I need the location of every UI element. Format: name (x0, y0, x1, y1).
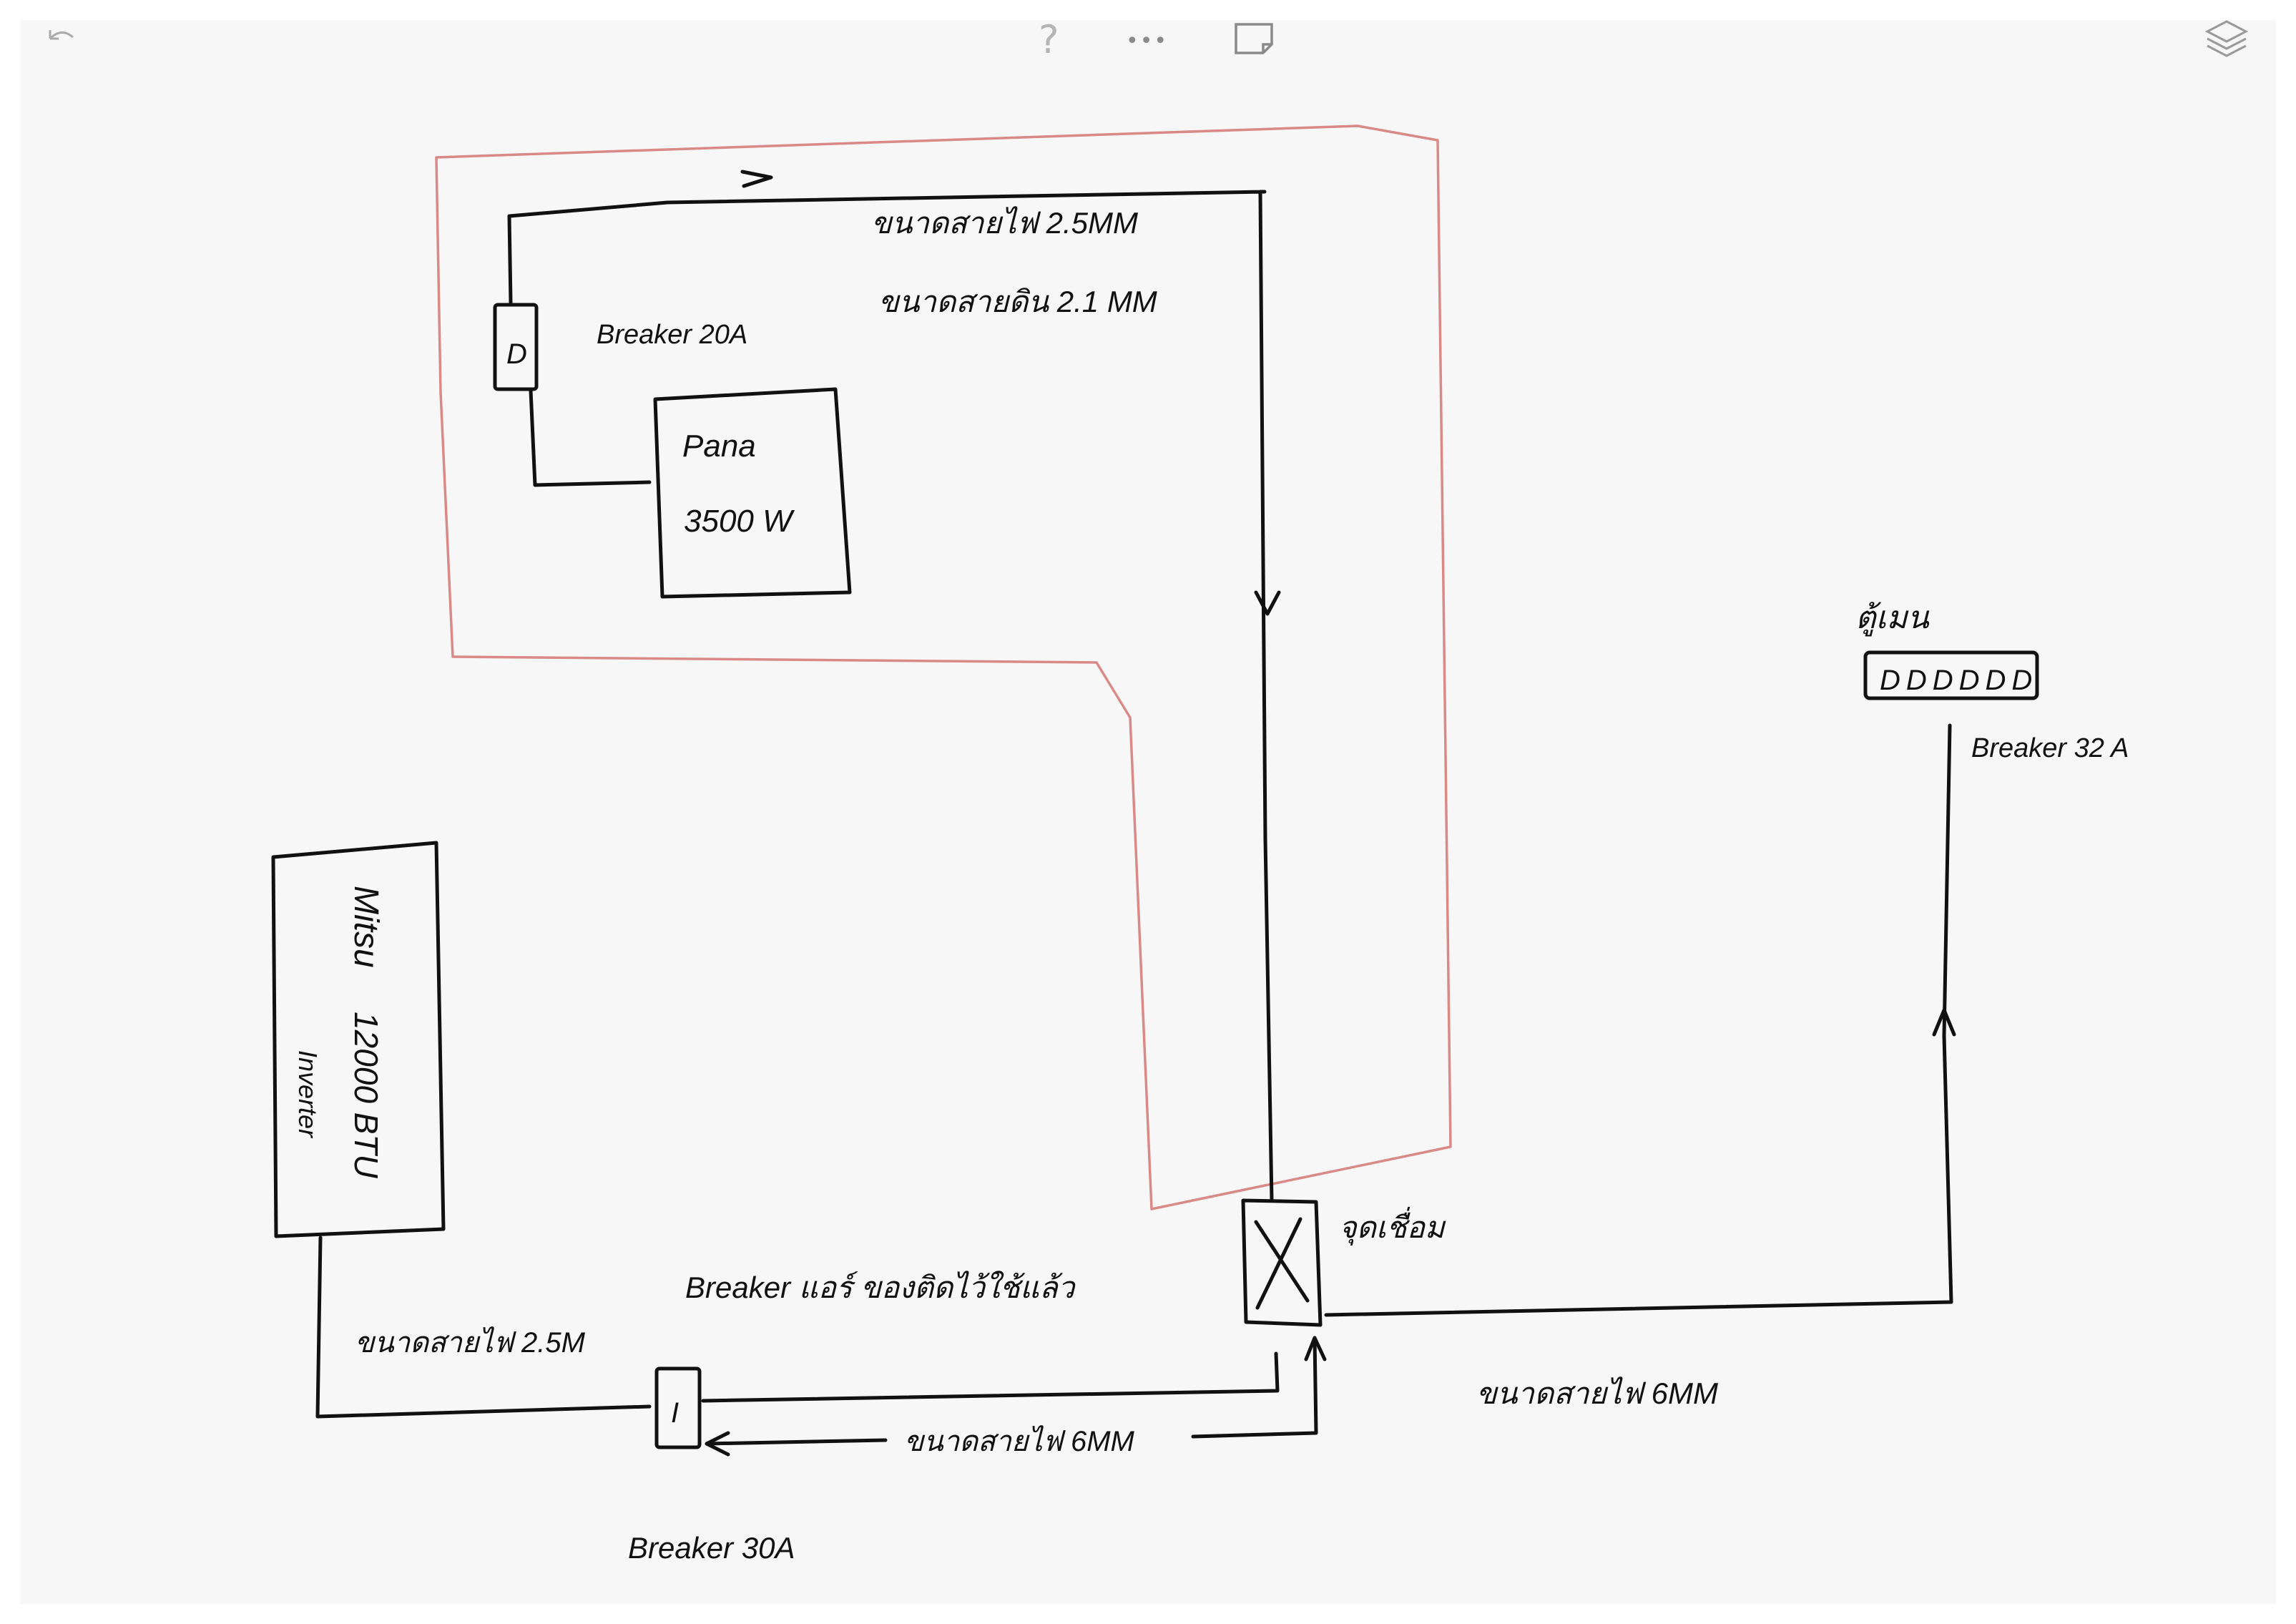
breaker-30a-mark: I (671, 1397, 679, 1429)
breaker-20a-mark: D (506, 338, 527, 370)
more-options-icon[interactable]: ••• (1126, 29, 1169, 54)
wire-size-ac-label: ขนาดสายไฟ 2.5M (355, 1326, 586, 1359)
breaker-20a-box (493, 303, 539, 391)
main-feed-arrow (1932, 1008, 1956, 1037)
breaker-30a-label: Breaker 30A (628, 1531, 795, 1565)
layers-icon[interactable] (2202, 20, 2252, 60)
heater-power-label: 3500 W (684, 504, 795, 539)
help-icon[interactable]: ? (1039, 20, 1059, 62)
junction-label: จุดเชื่อม (1339, 1206, 1446, 1246)
breaker-32a-label: Breaker 32 A (1971, 733, 2129, 763)
breaker-ac-note: Breaker แอร์ ของติดไว้ใช้แล้ว (685, 1271, 1076, 1304)
heater-wire-arrow (740, 170, 773, 188)
breaker-20a-label: Breaker 20A (597, 320, 747, 350)
wire-size-6mm-right-label: ขนาดสายไฟ 6MM (1476, 1376, 1718, 1410)
ac-brand-label: Mitsu (347, 886, 385, 968)
highlight-boundary (435, 124, 1452, 1210)
return-arrow (705, 1431, 730, 1457)
ac-unit-box (271, 841, 446, 1238)
heater-wire-top (507, 190, 1274, 1203)
main-panel-box (1863, 650, 2039, 700)
heater-brand-label: Pana (682, 429, 756, 464)
return-wire (705, 1336, 1318, 1446)
ac-type-label: Inverter (293, 1050, 323, 1139)
drawing-canvas[interactable]: ? ••• D DDDDDD I (20, 20, 2276, 1604)
down-wire-arrow (1254, 590, 1281, 616)
main-feed-wire (1324, 723, 1953, 1317)
undo-arrow-icon[interactable] (43, 23, 80, 52)
junction-cross (1254, 1217, 1310, 1310)
wiring-diagram: D DDDDDD I ขนาดสายไฟ 2.5MM ขนาดสายดิน 2.… (271, 124, 2129, 1565)
sticky-note-icon[interactable] (1230, 20, 1280, 57)
ac-wire-left (315, 1236, 652, 1419)
ground-wire-size-label: ขนาดสายดิน 2.1 MM (878, 285, 1157, 318)
junction-box (1241, 1198, 1323, 1327)
breaker-30a-box (654, 1366, 702, 1449)
heater-box (653, 387, 852, 599)
ac-wire-right (701, 1351, 1280, 1403)
main-panel-label: ตู้เมน (1855, 600, 1930, 637)
junction-arrow (1304, 1336, 1327, 1361)
main-panel-slots: DDDDDD (1880, 665, 2038, 696)
wire-size-6mm-bottom-label: ขนาดสายไฟ 6MM (904, 1425, 1135, 1457)
ac-capacity-label: 12000 BTU (348, 1012, 385, 1178)
wire-size-top-label: ขนาดสายไฟ 2.5MM (871, 206, 1138, 240)
breaker-to-heater-wire (529, 388, 652, 487)
